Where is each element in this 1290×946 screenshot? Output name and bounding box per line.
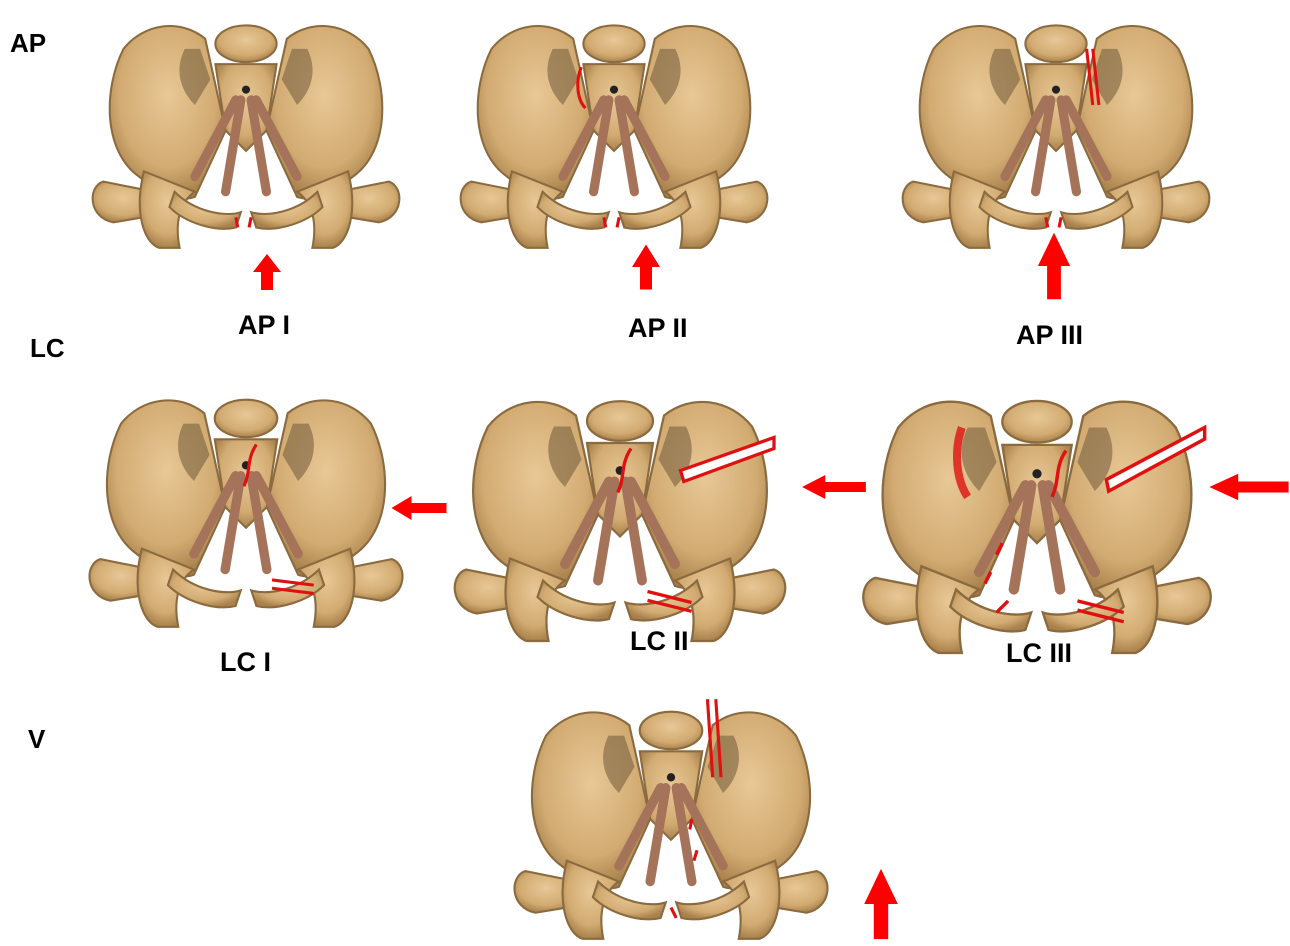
pelvis-ap-1 [72, 8, 420, 253]
row-label-ap: AP [10, 28, 46, 59]
pelvis-v [496, 694, 846, 944]
caption-lc-3: LC III [1006, 638, 1072, 669]
pelvis-ap-2 [438, 8, 790, 253]
arrow-left-lc-1 [390, 494, 448, 522]
caption-ap-3: AP III [1016, 320, 1083, 351]
caption-lc-1: LC I [220, 647, 271, 678]
pelvis-lc-2 [444, 382, 796, 647]
arrow-up-v [864, 868, 898, 940]
caption-ap-1: AP I [238, 310, 290, 341]
pelvis-lc-1 [72, 382, 420, 632]
arrow-up-ap-1 [252, 252, 282, 292]
arrow-up-ap-3 [1037, 232, 1071, 300]
row-label-lc: LC [30, 333, 65, 364]
arrow-up-ap-2 [631, 244, 661, 290]
caption-lc-2: LC II [630, 626, 689, 657]
pelvis-lc-3 [852, 370, 1222, 670]
pelvis-ap-3 [860, 8, 1252, 253]
row-label-v: V [28, 724, 45, 755]
arrow-left-lc-3 [1208, 472, 1290, 502]
caption-ap-2: AP II [628, 313, 688, 344]
